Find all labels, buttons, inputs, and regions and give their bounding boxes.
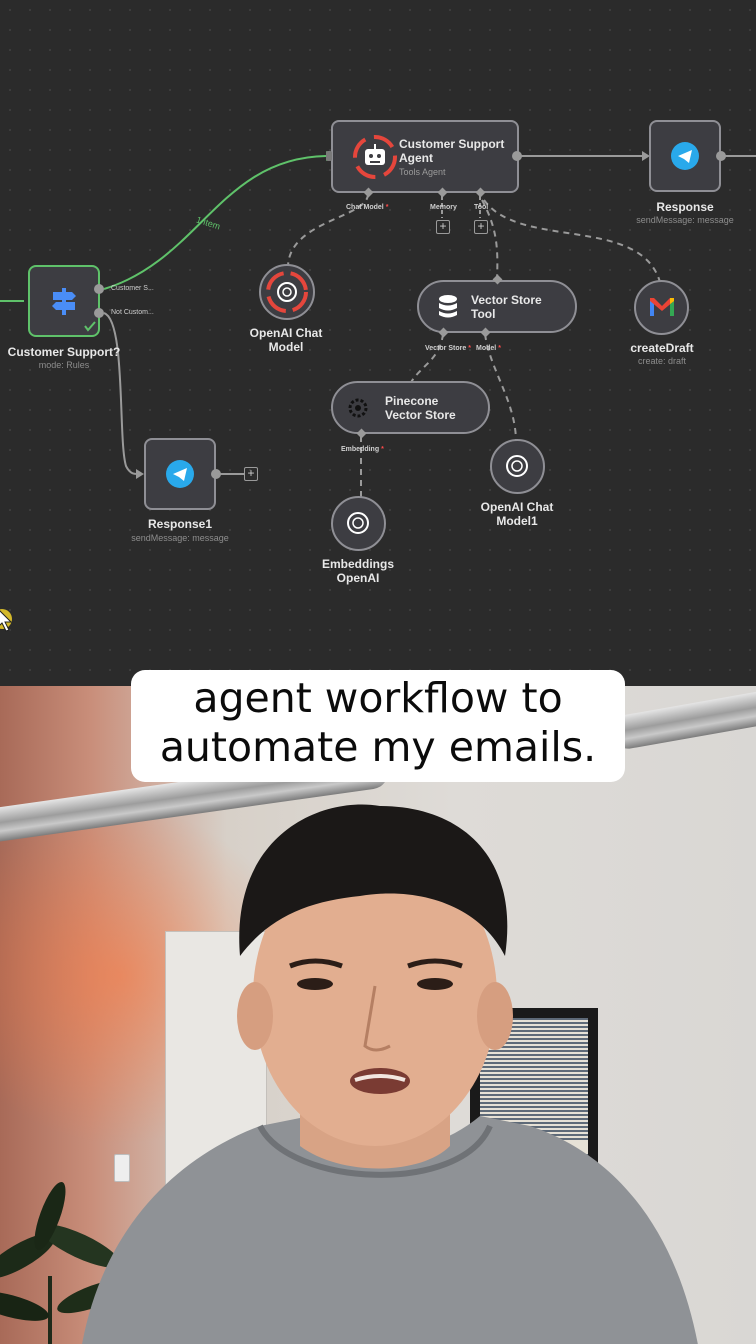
caption-line1: agent workflow to [193, 674, 563, 722]
vector-store-tool-line2: Tool [471, 307, 496, 321]
success-check-icon [84, 320, 96, 332]
openai-chat-model1-line2: Model1 [496, 514, 538, 528]
arrow-to-response1 [136, 469, 144, 479]
vector-store-input-label: Vector Store * [425, 345, 471, 352]
pinecone-line1: Pinecone [385, 394, 439, 408]
workflow-canvas[interactable]: Customer Support Agent Tools Agent Chat … [0, 0, 756, 686]
switch-output1-handle[interactable] [94, 284, 104, 294]
pinecone-line2: Vector Store [385, 408, 456, 422]
openai-chat-model1-line1: OpenAI Chat [480, 500, 554, 514]
telegram-icon [165, 459, 195, 489]
openai-logo-icon [502, 451, 532, 481]
response-output-handle[interactable] [716, 151, 726, 161]
workflow-connections [0, 151, 756, 500]
vector-store-model-label: Model * [476, 345, 501, 352]
connection-tool-createdraft [483, 199, 661, 283]
subtitle-caption: agent workflow to automate my emails. [131, 670, 625, 782]
create-draft-subtitle: create: draft [637, 356, 687, 366]
agent-subtitle: Tools Agent [399, 167, 446, 177]
response1-add-button[interactable]: + [244, 467, 258, 481]
add-memory-button[interactable]: + [436, 220, 450, 234]
memory-label: Memory [430, 204, 457, 211]
create-draft-title: createDraft [630, 341, 694, 355]
response1-subtitle: sendMessage: message [131, 533, 229, 543]
response-title: Response [656, 200, 714, 214]
embeddings-openai-line1: Embeddings [321, 557, 394, 571]
gmail-icon [649, 296, 675, 318]
connection-switch-agent [103, 155, 327, 290]
response-subtitle: sendMessage: message [636, 215, 734, 225]
switch-title: Customer Support? [7, 345, 121, 359]
pinecone-icon [346, 396, 370, 420]
connection-vectorstore-model1 [484, 333, 517, 441]
mouse-cursor-icon [0, 605, 18, 635]
openai-chat-model1-node[interactable] [490, 439, 545, 494]
vector-store-tool-line1: Vector Store [471, 293, 542, 307]
openai-chat-model-line1: OpenAI Chat [249, 326, 323, 340]
pinecone-embedding-label: Embedding * [341, 446, 384, 453]
embeddings-openai-node[interactable] [331, 496, 386, 551]
wall-outlet [114, 1154, 130, 1182]
response1-output-handle[interactable] [211, 469, 221, 479]
agent-output-handle[interactable] [512, 151, 522, 161]
presenter [82, 804, 698, 1344]
telegram-icon [670, 141, 700, 171]
database-icon [435, 293, 461, 321]
ceiling-pipe-right [608, 686, 756, 752]
signpost-icon [48, 285, 80, 317]
openai-icon [264, 269, 310, 315]
connection-vectorstore-pinecone [409, 333, 444, 385]
switch-subtitle: mode: Rules [38, 360, 90, 370]
response1-title: Response1 [147, 517, 213, 531]
switch-output2-label: Not Custom... [111, 309, 154, 316]
openai-logo-icon [343, 508, 373, 538]
embeddings-openai-line2: OpenAI [336, 571, 380, 585]
customer-support-agent-node[interactable] [331, 120, 519, 193]
webcam-video: A CITY [0, 686, 756, 1344]
openai-chat-model-line2: Model [268, 340, 304, 354]
agent-title-line1: Customer Support [399, 137, 505, 151]
robot-icon [352, 134, 398, 180]
add-tool-button[interactable]: + [474, 220, 488, 234]
agent-input-handle[interactable] [326, 151, 332, 161]
switch-output2-handle[interactable] [94, 308, 104, 318]
chat-model-label: Chat Model * [346, 204, 389, 211]
agent-title-line2: Agent [399, 151, 433, 165]
switch-output1-label: Customer S... [111, 285, 154, 292]
connection-switch-response1 [103, 312, 139, 475]
tool-label: Tool [474, 204, 489, 211]
arrow-to-response [642, 151, 650, 161]
caption-line2: automate my emails. [159, 723, 597, 771]
